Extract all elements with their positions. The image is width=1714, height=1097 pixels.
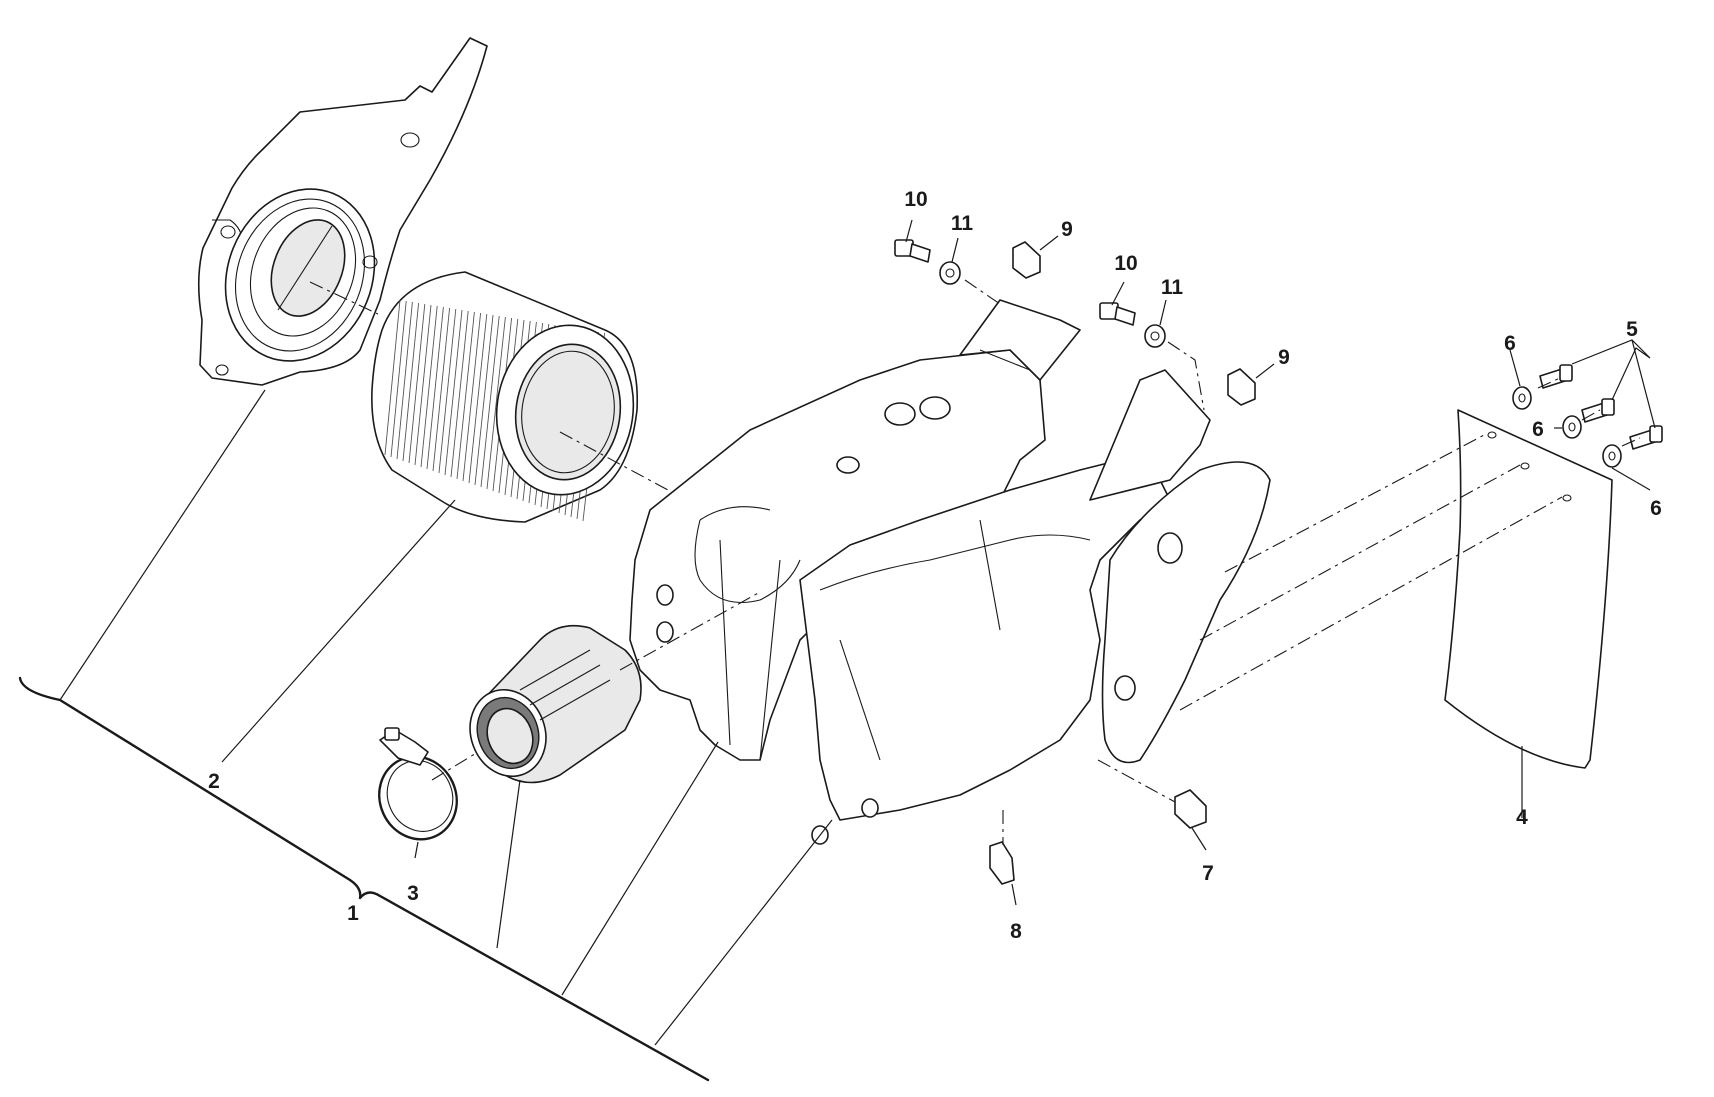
axis-clamp-boot [431,751,479,781]
axis-clip-7 [1097,759,1176,803]
intake-boot [469,624,642,784]
callout-6b: 6 [1532,418,1544,441]
leader-8 [1011,883,1017,906]
filter-pleat [396,301,413,460]
screw-5c [1629,425,1663,450]
plate-hole-2 [1520,462,1530,470]
filter-pleat [408,303,426,464]
leader-11a [951,237,959,263]
leader-1-cover [59,389,266,701]
leader-5 [1571,339,1656,429]
clip-7 [1174,789,1207,829]
filter-pleat [468,313,488,484]
filter-pleat [462,312,482,482]
leader-6c [1611,467,1651,491]
leader-6a [1509,349,1521,387]
leader-9a [1039,235,1059,251]
hose-clamp [378,727,458,841]
callout-8: 8 [1010,920,1022,943]
filter-pleat [438,308,457,474]
filter-pleat [384,299,401,456]
filter-pleat [432,307,451,472]
filter-pleat [444,309,463,476]
callout-7: 7 [1202,862,1214,885]
leader-10b [1111,281,1125,306]
axis-plate-1 [1224,433,1487,573]
washer-6a [1512,386,1532,410]
callout-11b: 11 [1161,276,1184,299]
screw-5a [1539,364,1573,389]
axis-plate-2 [1199,464,1521,641]
washer-6b [1562,415,1582,439]
callout-6c: 6 [1650,497,1662,520]
bolt-10b [1099,302,1136,326]
clip-9b [1227,368,1256,406]
leader-7 [1191,827,1207,851]
filter-pleat [414,304,432,466]
filter-pleat [480,315,500,488]
air-filter-element [371,271,639,523]
leader-11b [1159,299,1167,326]
clip-8 [989,841,1015,885]
leader-3 [414,841,419,859]
washer-6c [1602,444,1622,468]
filter-pleat [426,306,444,470]
callout-9a: 9 [1061,218,1073,241]
filter-pleat [456,311,475,480]
assembly-bracket [18,676,710,1082]
axis-cover-filter [309,281,379,315]
airbox-cover [197,37,488,386]
washer-11a [939,261,961,285]
callout-3: 3 [407,882,419,905]
axis-filter-box [559,431,669,491]
axis-plate-3 [1179,496,1563,711]
callout-5: 5 [1626,318,1638,341]
screw-5b [1581,398,1615,423]
leader-1-boot [496,779,521,949]
leader-9b [1255,363,1275,379]
axis-bolt-10a [964,279,1001,305]
washer-11b [1144,324,1166,348]
plate-hole-1 [1487,431,1497,439]
leader-1-front [654,819,833,1046]
callout-9b: 9 [1278,346,1290,369]
callout-11a: 11 [951,212,974,235]
leader-2 [221,499,456,763]
filter-pleat [450,310,469,478]
callout-10b: 10 [1114,252,1137,275]
callout-6a: 6 [1504,332,1516,355]
filter-pleat [486,316,506,490]
leader-1-rear [561,741,719,996]
airbox-front-half [799,369,1271,845]
clip-9a [1012,241,1041,279]
filter-pleat [474,314,494,486]
filter-pleat [402,302,420,462]
filter-pleat [390,300,407,458]
callout-1: 1 [347,902,359,925]
bolt-10a [894,239,931,263]
plate-hole-3 [1562,494,1572,502]
axis-screws [1537,377,1641,447]
filter-pleat [420,305,438,468]
callout-4: 4 [1516,806,1528,829]
leader-10a [905,219,913,243]
axis-bolt-10b [1167,341,1205,411]
callout-2: 2 [208,770,220,793]
callout-10a: 10 [904,188,927,211]
